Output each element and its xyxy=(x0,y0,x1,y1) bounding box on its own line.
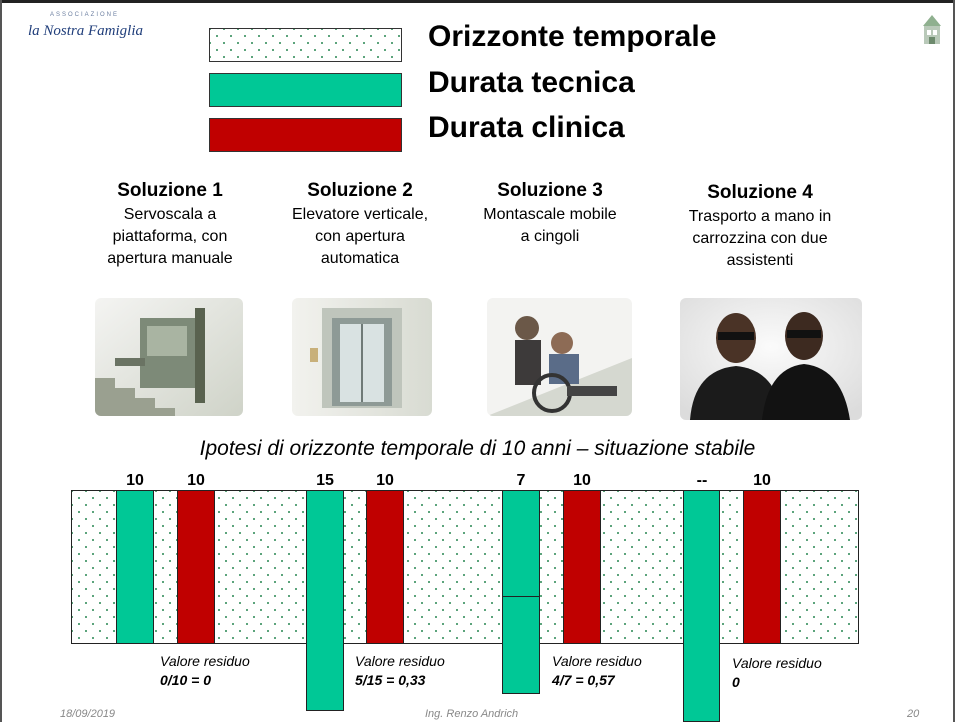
clinica-label-3: 10 xyxy=(573,472,591,489)
bar-tecnica-1 xyxy=(116,490,154,644)
solution-2-title: Soluzione 2 xyxy=(307,180,413,201)
residual-value-4: Valore residuo 0 xyxy=(732,654,822,692)
footer-author: Ing. Renzo Andrich xyxy=(425,708,519,720)
solution-4: Soluzione 4 Trasporto a mano in carrozzi… xyxy=(660,182,860,272)
solution-4-desc-line: carrozzina con due xyxy=(692,230,828,247)
solution-4-title: Soluzione 4 xyxy=(707,182,813,203)
solution-1-desc-line: piattaforma, con xyxy=(112,228,228,245)
residual-expr: 0/10 = 0 xyxy=(160,672,211,688)
solution-2-desc-line: Elevatore verticale, xyxy=(291,206,429,223)
logo-text: la Nostra Famiglia xyxy=(28,23,144,39)
building-icon xyxy=(923,15,941,44)
solution-1-title: Soluzione 1 xyxy=(117,180,223,201)
solution-2-desc-line: automatica xyxy=(320,250,400,267)
bar-clinica-4 xyxy=(743,490,781,644)
vertical-lift-photo xyxy=(292,298,432,416)
top-border xyxy=(0,0,955,3)
bar-clinica-3 xyxy=(563,490,601,644)
solution-2-desc-line: con apertura xyxy=(315,228,405,245)
residual-label: Valore residuo xyxy=(160,653,250,669)
residual-expr: 0 xyxy=(732,674,740,690)
residual-expr: 4/7 = 0,57 xyxy=(552,672,615,688)
bar-tecnica-4 xyxy=(683,490,720,722)
bar-tecnica-3a xyxy=(502,490,540,597)
solution-3: Soluzione 3 Montascale mobile a cingoli xyxy=(460,180,640,248)
footer-date: 18/09/2019 xyxy=(60,708,116,720)
tecnica-label-2: 15 xyxy=(316,472,334,489)
solution-3-title: Soluzione 3 xyxy=(497,180,603,201)
solution-1-desc-line: Servoscala a xyxy=(123,206,217,223)
legend-swatch-orizzonte xyxy=(209,28,402,62)
solution-4-desc-line: Trasporto a mano in xyxy=(688,208,832,225)
legend-label-tecnica: Durata tecnica xyxy=(428,66,635,99)
clinica-label-4: 10 xyxy=(753,472,771,489)
legend-swatch-tecnica xyxy=(209,73,402,107)
assistants-photo xyxy=(680,298,862,420)
right-border xyxy=(953,0,955,722)
solution-1: Soluzione 1 Servoscala a piattaforma, co… xyxy=(70,180,270,270)
tecnica-label-1: 10 xyxy=(126,472,144,489)
chart-caption: Ipotesi di orizzonte temporale di 10 ann… xyxy=(199,437,756,460)
residual-value-1: Valore residuo 0/10 = 0 xyxy=(160,652,250,690)
residual-label: Valore residuo xyxy=(355,653,445,669)
residual-value-2: Valore residuo 5/15 = 0,33 xyxy=(355,652,445,690)
footer-page-number: 20 xyxy=(907,708,920,720)
bar-tecnica-2 xyxy=(306,490,344,711)
solution-4-desc-line: assistenti xyxy=(726,252,794,269)
solution-3-desc-line: a cingoli xyxy=(520,228,580,245)
solution-1-desc-line: apertura manuale xyxy=(107,250,233,267)
logo-small-text: ASSOCIAZIONE xyxy=(50,12,120,18)
bar-clinica-1 xyxy=(177,490,215,644)
legend-swatch-clinica xyxy=(209,118,402,152)
residual-label: Valore residuo xyxy=(732,655,822,671)
bar-tecnica-3b xyxy=(502,596,540,694)
stairlift-photo xyxy=(95,298,243,416)
tecnica-label-3: 7 xyxy=(516,472,526,489)
stair-climber-photo xyxy=(487,298,632,416)
left-border xyxy=(0,0,2,722)
clinica-label-1: 10 xyxy=(187,472,205,489)
legend-label-clinica: Durata clinica xyxy=(428,111,625,144)
residual-label: Valore residuo xyxy=(552,653,642,669)
residual-value-3: Valore residuo 4/7 = 0,57 xyxy=(552,652,642,690)
solution-3-desc-line: Montascale mobile xyxy=(483,206,617,223)
residual-expr: 5/15 = 0,33 xyxy=(355,672,426,688)
legend-label-orizzonte: Orizzonte temporale xyxy=(428,20,717,53)
bar-clinica-2 xyxy=(366,490,404,644)
logo: ASSOCIAZIONE la Nostra Famiglia xyxy=(22,10,192,46)
solution-2: Soluzione 2 Elevatore verticale, con ape… xyxy=(270,180,450,270)
clinica-label-2: 10 xyxy=(376,472,394,489)
tecnica-label-4: -- xyxy=(696,472,708,489)
